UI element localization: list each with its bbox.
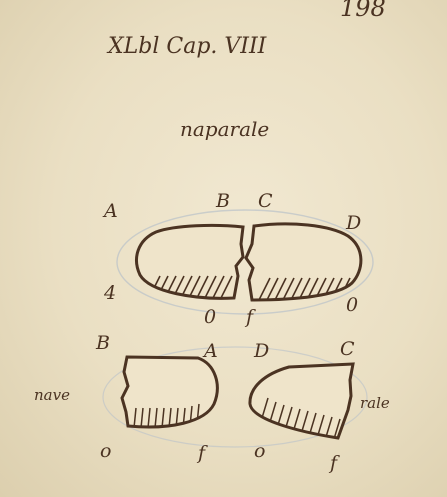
top-right-shell bbox=[246, 224, 361, 302]
label-top-right-bottom: 0 bbox=[346, 294, 358, 316]
label-top-d: D bbox=[346, 212, 361, 234]
label-bottom-d: D bbox=[254, 340, 269, 362]
label-bottom-c: C bbox=[340, 338, 355, 360]
label-bottom-f2: f bbox=[330, 452, 337, 474]
label-top-left-bottom: 4 bbox=[104, 282, 116, 304]
bottom-right-shell bbox=[250, 364, 353, 439]
label-top-a: A bbox=[104, 200, 118, 222]
label-top-center-f: f bbox=[246, 306, 253, 328]
label-top-c: C bbox=[258, 190, 273, 212]
label-bottom-o2: o bbox=[254, 440, 265, 462]
word-right-rale: rale bbox=[360, 394, 390, 412]
label-bottom-o1: o bbox=[100, 440, 111, 462]
bottom-left-shell bbox=[122, 357, 217, 428]
label-bottom-f1: f bbox=[198, 442, 205, 464]
label-bottom-a: A bbox=[204, 340, 218, 362]
top-left-shell bbox=[137, 225, 243, 300]
label-bottom-b: B bbox=[96, 332, 110, 354]
label-top-center-0: 0 bbox=[204, 306, 216, 328]
word-left-nave: nave bbox=[34, 386, 70, 404]
label-top-b: B bbox=[216, 190, 230, 212]
